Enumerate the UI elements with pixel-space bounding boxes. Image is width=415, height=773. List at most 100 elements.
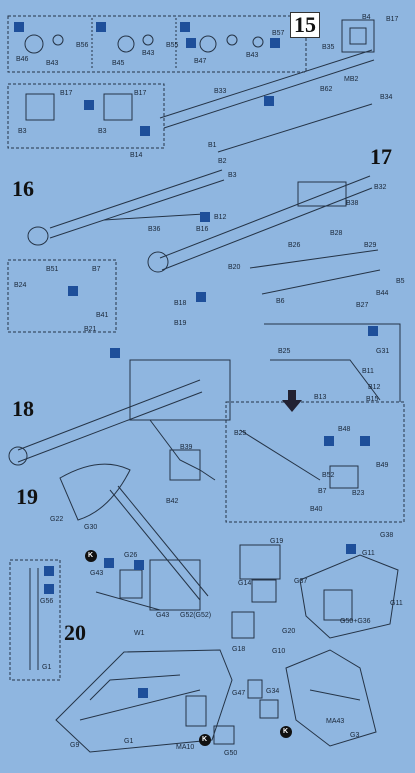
part-label: B2	[218, 158, 227, 165]
part-label: B17	[60, 90, 73, 97]
part-label: B3	[98, 128, 107, 135]
part-label: G50	[224, 750, 238, 757]
part-label: B24	[14, 282, 27, 289]
part-label: B3	[228, 172, 237, 179]
part-label: B20	[228, 264, 241, 271]
part-label: MA10	[176, 744, 195, 751]
part-label: B6	[276, 298, 285, 305]
part-label: B47	[194, 58, 207, 65]
part-label: B19	[174, 320, 187, 327]
part-label: B29	[364, 242, 377, 249]
part-label: B56	[76, 42, 89, 49]
part-label: B11	[362, 368, 374, 375]
k-marker-label: K	[88, 552, 94, 559]
part-label: B26	[288, 242, 301, 249]
part-label: MB2	[344, 76, 359, 83]
part-label: B44	[376, 290, 389, 297]
part-label: B52	[322, 472, 335, 479]
part-label: B43	[142, 50, 155, 57]
part-label: B43	[46, 60, 59, 67]
part-label: G10	[272, 648, 286, 655]
part-label: B18	[174, 300, 187, 307]
part-label: B5	[396, 278, 405, 285]
part-label: B23	[352, 490, 365, 497]
part-label: G30	[84, 524, 98, 531]
part-label: G22	[50, 516, 64, 523]
part-label: B25	[234, 430, 247, 437]
part-label: B28	[330, 230, 343, 237]
part-label: B7	[92, 266, 101, 273]
part-label: G1	[42, 664, 52, 671]
part-label: B38	[346, 200, 359, 207]
part-label: B12	[368, 384, 381, 391]
part-label: G3	[350, 732, 360, 739]
part-label: B17	[386, 16, 399, 23]
step-number-17: 17	[370, 144, 392, 169]
part-label: B7	[318, 488, 327, 495]
part-label: B33	[214, 88, 227, 95]
part-label: B1	[208, 142, 217, 149]
part-label: B36	[148, 226, 161, 233]
step-number-16: 16	[12, 176, 34, 201]
part-label: G56	[40, 598, 54, 605]
part-label: G20	[282, 628, 296, 635]
part-label: B17	[134, 90, 147, 97]
part-label: B46	[16, 56, 29, 63]
part-label: B14	[130, 152, 143, 159]
step-number-20: 20	[64, 620, 86, 645]
part-label: G9	[70, 742, 80, 749]
sub-assembly-box	[7, 15, 307, 73]
arrow-icon	[282, 390, 302, 412]
part-label: B43	[246, 52, 259, 59]
part-label: G11	[362, 550, 375, 557]
part-label: B4	[362, 14, 371, 21]
glue-icon	[14, 22, 24, 32]
part-label: MA43	[326, 718, 345, 725]
part-label: B45	[112, 60, 125, 67]
part-label: B62	[320, 86, 333, 93]
part-label: G52(G52)	[180, 612, 212, 619]
part-label: G11	[390, 600, 403, 607]
part-label: B35	[322, 44, 335, 51]
hull-plate	[55, 649, 233, 753]
part-label: B27	[356, 302, 369, 309]
part-label: B41	[96, 312, 109, 319]
part-label: B48	[338, 426, 351, 433]
part-label: B55	[166, 42, 179, 49]
part-label: G26	[124, 552, 138, 559]
part-label: B57	[272, 30, 285, 37]
part-label: B51	[46, 266, 59, 273]
part-label: B16	[196, 226, 209, 233]
step-number-18: 18	[12, 396, 34, 421]
part-label: G50+G36	[340, 618, 371, 625]
part-label: G18	[232, 646, 246, 653]
part-label: B15	[366, 396, 379, 403]
part-label: B49	[376, 462, 389, 469]
k-marker-label: K	[283, 728, 289, 735]
part-label: G19	[270, 538, 284, 545]
part-label: B42	[166, 498, 179, 505]
part-label: B34	[380, 94, 393, 101]
part-label: B21	[84, 326, 97, 333]
part-label: W1	[134, 630, 145, 637]
step-number-15: 15	[290, 12, 320, 38]
part-label: B25	[278, 348, 291, 355]
k-marker-label: K	[202, 736, 208, 743]
part-label: G43	[156, 612, 170, 619]
part-label: G38	[380, 532, 394, 539]
part-label: B13	[314, 394, 327, 401]
step-number-19: 19	[16, 484, 38, 509]
part-label: G31	[376, 348, 390, 355]
part-label: G1	[124, 738, 134, 745]
k-marker-icon	[85, 550, 97, 562]
part-label: G47	[232, 690, 246, 697]
part-label: G34	[266, 688, 280, 695]
part-label: B12	[214, 214, 227, 221]
part-label: B40	[310, 506, 323, 513]
muzzle-brake	[27, 226, 49, 246]
part-label: G43	[90, 570, 104, 577]
part-label: B39	[180, 444, 193, 451]
gear-part	[24, 34, 44, 54]
